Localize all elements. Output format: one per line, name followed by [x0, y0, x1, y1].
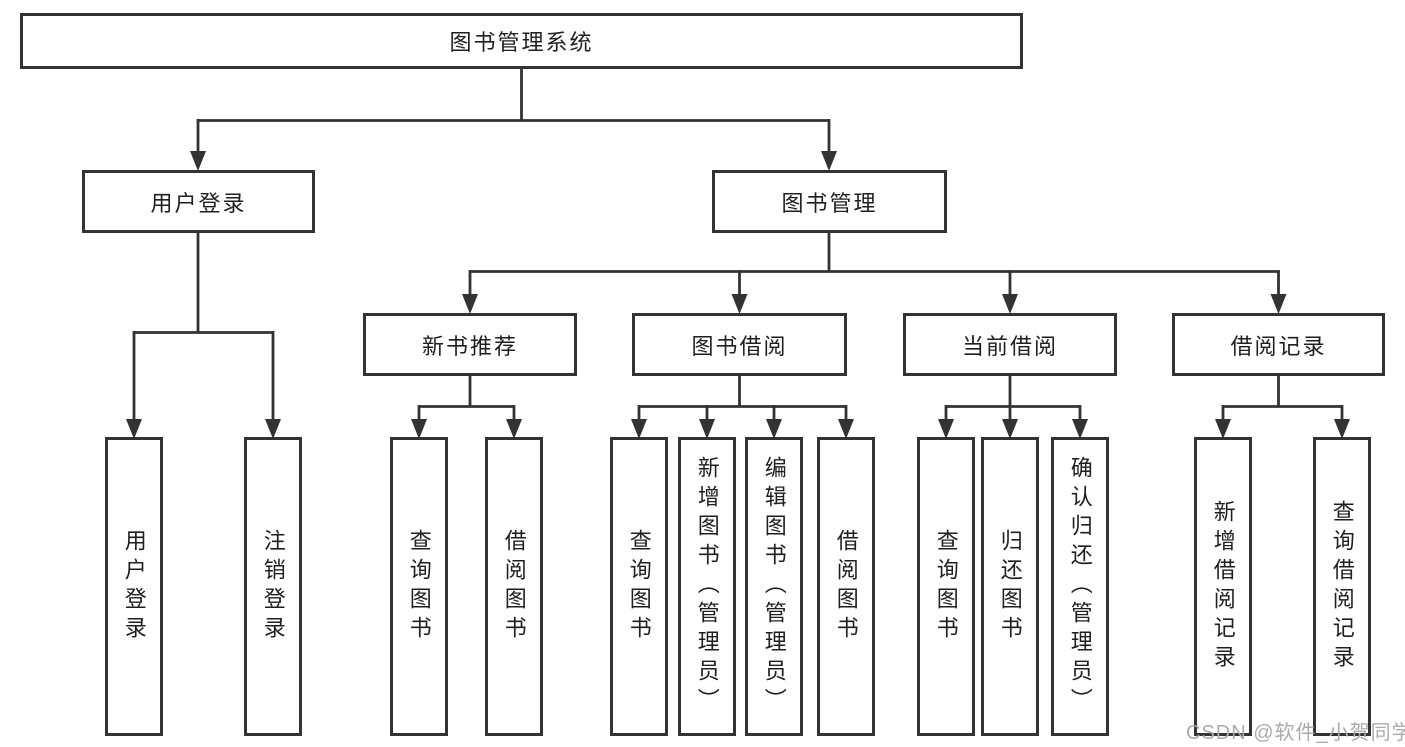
connector-userlogin-to-leaves: [132, 232, 275, 421]
node-borrow-records: 借阅记录: [1172, 313, 1385, 376]
node-book-borrow: 图书借阅: [632, 313, 847, 376]
arrow-down-icon: [1002, 294, 1018, 314]
leaf-logout: 注销登录: [244, 437, 302, 736]
leaf-label: 新增图书（管理员）: [694, 456, 720, 717]
arrow-down-icon: [766, 419, 782, 439]
arrow-down-icon: [462, 294, 478, 314]
node-current-borrow: 当前借阅: [903, 313, 1117, 376]
arrow-down-icon: [411, 419, 427, 439]
leaf-bb-borrow-books: 借阅图书: [817, 437, 875, 736]
leaf-label: 查询图书: [406, 528, 432, 645]
node-user-login: 用户登录: [82, 170, 315, 233]
arrow-down-icon: [1270, 294, 1287, 314]
leaf-bb-edit-books-admin: 编辑图书（管理员）: [745, 437, 803, 736]
connector-newbooks-to-leaves: [417, 375, 516, 421]
arrow-down-icon: [821, 151, 837, 171]
arrow-down-icon: [1215, 419, 1231, 439]
leaf-label: 编辑图书（管理员）: [761, 456, 787, 717]
leaf-label: 查询图书: [626, 528, 652, 645]
connector-bookmgmt-to-level3: [468, 232, 1280, 297]
connector-bookborrow-to-leaves: [637, 375, 848, 421]
arrow-down-icon: [938, 419, 954, 439]
leaf-label: 借阅图书: [833, 528, 859, 645]
leaf-cb-return-books: 归还图书: [981, 437, 1039, 736]
node-book-management: 图书管理: [712, 170, 947, 233]
connector-records-to-leaves: [1221, 375, 1344, 421]
arrow-down-icon: [1334, 419, 1350, 439]
leaf-br-add-record: 新增借阅记录: [1194, 437, 1252, 736]
arrow-down-icon: [265, 419, 281, 439]
leaf-label: 查询借阅记录: [1329, 499, 1355, 674]
arrow-down-icon: [190, 151, 206, 171]
arrow-down-icon: [506, 419, 522, 439]
arrow-down-icon: [1072, 419, 1088, 439]
leaf-bb-add-books-admin: 新增图书（管理员）: [678, 437, 736, 736]
leaf-cb-query-books: 查询图书: [917, 437, 975, 736]
leaf-bb-query-books: 查询图书: [610, 437, 668, 736]
leaf-br-query-record: 查询借阅记录: [1313, 437, 1371, 736]
leaf-label: 借阅图书: [501, 528, 527, 645]
arrow-down-icon: [631, 419, 647, 439]
connector-currentborrow-to-leaves: [944, 375, 1082, 421]
node-new-book-recommend: 新书推荐: [363, 313, 577, 376]
connector-root-to-level2: [196, 69, 831, 153]
node-root-system: 图书管理系统: [20, 13, 1023, 69]
arrow-down-icon: [126, 419, 142, 439]
arrow-down-icon: [838, 419, 854, 439]
leaf-nb-borrow-books: 借阅图书: [485, 437, 543, 736]
leaf-label: 注销登录: [260, 528, 286, 645]
arrow-down-icon: [699, 419, 715, 439]
leaf-label: 新增借阅记录: [1210, 499, 1236, 674]
leaf-label: 用户登录: [121, 528, 147, 645]
leaf-user-login: 用户登录: [105, 437, 163, 736]
leaf-nb-query-books: 查询图书: [390, 437, 448, 736]
leaf-cb-confirm-return-admin: 确认归还（管理员）: [1051, 437, 1109, 736]
arrow-down-icon: [731, 294, 748, 314]
leaf-label: 归还图书: [997, 528, 1023, 645]
arrow-down-icon: [1002, 419, 1018, 439]
leaf-label: 确认归还（管理员）: [1067, 456, 1093, 717]
watermark: CSDN @软件_小贺同学: [1186, 722, 1405, 744]
leaf-label: 查询图书: [933, 528, 959, 645]
